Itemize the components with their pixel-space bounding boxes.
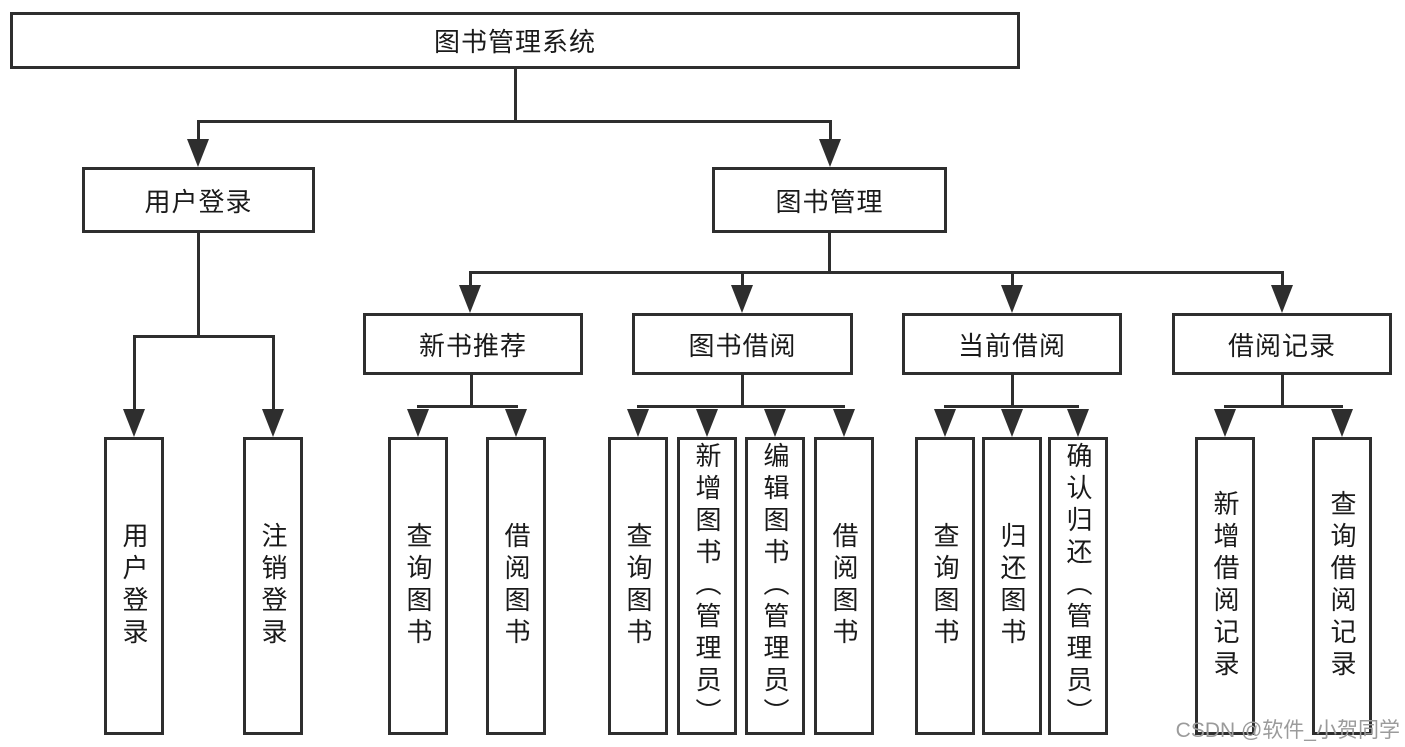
connector-line: [197, 120, 200, 142]
leaf-borrowing-borrow-books: 借阅图书: [814, 437, 874, 735]
arrow-down-icon: [833, 409, 855, 437]
arrow-down-icon: [505, 409, 527, 437]
arrow-down-icon: [731, 285, 753, 313]
leaf-logout-label: 注销登录: [258, 522, 288, 650]
leaf-recommend-borrow-books: 借阅图书: [486, 437, 546, 735]
arrow-down-icon: [262, 409, 284, 437]
leaf-borrowing-query-books: 查询图书: [608, 437, 668, 735]
node-new-book-recommend-label: 新书推荐: [418, 330, 527, 361]
node-book-management-label: 图书管理: [775, 186, 884, 217]
connector-line: [417, 405, 518, 408]
leaf-recommend-query-books-label: 查询图书: [403, 522, 433, 650]
leaf-recommend-query-books: 查询图书: [388, 437, 448, 735]
arrow-down-icon: [934, 409, 956, 437]
connector-line: [469, 271, 1283, 274]
leaf-borrowing-borrow-books-label: 借阅图书: [829, 522, 859, 650]
node-root: 图书管理系统: [10, 12, 1020, 69]
connector-line: [514, 68, 517, 122]
node-borrowing-records-label: 借阅记录: [1227, 330, 1336, 361]
csdn-watermark: CSDN @软件_小贺同学: [1175, 719, 1400, 742]
arrow-down-icon: [1271, 285, 1293, 313]
leaf-borrowing-add-book-admin-label: 新增图书（管理员）: [692, 442, 722, 730]
leaf-current-query-books: 查询图书: [915, 437, 975, 735]
node-book-management: 图书管理: [712, 167, 947, 233]
leaf-logout: 注销登录: [243, 437, 303, 735]
arrow-down-icon: [187, 139, 209, 167]
arrow-down-icon: [1214, 409, 1236, 437]
node-new-book-recommend: 新书推荐: [363, 313, 583, 375]
arrow-down-icon: [1067, 409, 1089, 437]
leaf-records-query-record-label: 查询借阅记录: [1327, 490, 1357, 682]
connector-line: [637, 405, 845, 408]
node-book-borrowing: 图书借阅: [632, 313, 853, 375]
connector-line: [133, 335, 275, 338]
connector-line: [1224, 405, 1343, 408]
connector-line: [197, 120, 831, 123]
connector-line: [1281, 375, 1284, 408]
connector-line: [470, 375, 473, 408]
leaf-records-add-record-label: 新增借阅记录: [1210, 490, 1240, 682]
arrow-down-icon: [819, 139, 841, 167]
connector-line: [828, 233, 831, 273]
arrow-down-icon: [696, 409, 718, 437]
arrow-down-icon: [764, 409, 786, 437]
leaf-borrowing-edit-book-admin-label: 编辑图书（管理员）: [760, 442, 790, 730]
leaf-current-return-books-label: 归还图书: [997, 522, 1027, 650]
arrow-down-icon: [1001, 285, 1023, 313]
connector-line: [829, 120, 832, 142]
node-user-login-label: 用户登录: [144, 186, 253, 217]
connector-line: [1011, 375, 1014, 408]
leaf-current-return-books: 归还图书: [982, 437, 1042, 735]
leaf-borrowing-add-book-admin: 新增图书（管理员）: [677, 437, 737, 735]
node-user-login: 用户登录: [82, 167, 315, 233]
leaf-borrowing-query-books-label: 查询图书: [623, 522, 653, 650]
leaf-current-confirm-return-admin-label: 确认归还（管理员）: [1063, 442, 1093, 730]
arrow-down-icon: [123, 409, 145, 437]
node-root-label: 图书管理系统: [433, 27, 596, 57]
connector-line: [469, 271, 472, 287]
node-borrowing-records: 借阅记录: [1172, 313, 1392, 375]
node-book-borrowing-label: 图书借阅: [688, 330, 797, 361]
connector-line: [741, 271, 744, 287]
arrow-down-icon: [407, 409, 429, 437]
arrow-down-icon: [1331, 409, 1353, 437]
leaf-current-query-books-label: 查询图书: [930, 522, 960, 650]
leaf-borrowing-edit-book-admin: 编辑图书（管理员）: [745, 437, 805, 735]
leaf-records-query-record: 查询借阅记录: [1312, 437, 1372, 735]
leaf-recommend-borrow-books-label: 借阅图书: [501, 522, 531, 650]
connector-line: [1011, 271, 1014, 287]
leaf-current-confirm-return-admin: 确认归还（管理员）: [1048, 437, 1108, 735]
connector-line: [272, 335, 275, 411]
leaf-user-login: 用户登录: [104, 437, 164, 735]
leaf-records-add-record: 新增借阅记录: [1195, 437, 1255, 735]
arrow-down-icon: [459, 285, 481, 313]
arrow-down-icon: [627, 409, 649, 437]
connector-line: [944, 405, 1079, 408]
leaf-user-login-label: 用户登录: [119, 522, 149, 650]
connector-line: [197, 233, 200, 337]
connector-line: [741, 375, 744, 408]
arrow-down-icon: [1001, 409, 1023, 437]
node-current-borrowing: 当前借阅: [902, 313, 1122, 375]
connector-line: [1281, 271, 1284, 287]
connector-line: [133, 335, 136, 411]
node-current-borrowing-label: 当前借阅: [957, 330, 1066, 361]
